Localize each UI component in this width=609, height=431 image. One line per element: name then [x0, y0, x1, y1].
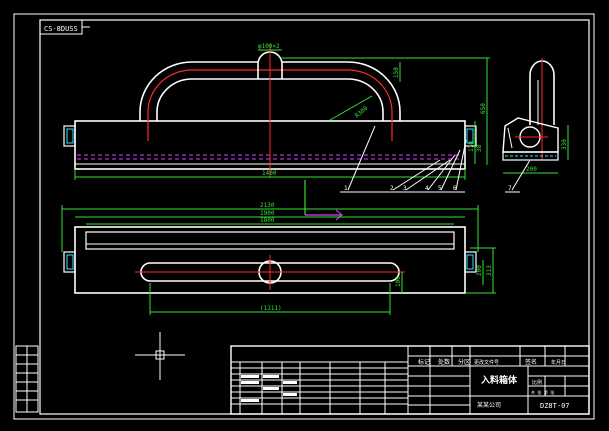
balloon-5: 5 [438, 185, 442, 192]
side-leader-7 [511, 159, 531, 191]
plan-right-flange-inner [466, 254, 474, 270]
side-angled-body [502, 117, 559, 153]
crosshair-box [155, 350, 165, 360]
dim-650-text: 650 [480, 103, 487, 114]
dim-1800-text: 1800 [260, 217, 275, 224]
dim-313-text: 313 [486, 265, 493, 276]
code-tag-text: CS-8DUSS [44, 25, 78, 33]
dim-100-text: 100 [395, 276, 402, 287]
dim-38-text: 38 [476, 144, 483, 152]
dim-slot-text: (1211) [260, 305, 282, 312]
balloon-1: 1 [344, 185, 348, 192]
front-handle-outer [139, 61, 401, 121]
title-header-5: 年月日 [551, 359, 566, 366]
title-header-dividers [408, 346, 566, 414]
title-scale-label: 比例 [532, 379, 542, 386]
balloon-3: 3 [403, 185, 407, 192]
title-header-0: 标记 [418, 358, 430, 366]
balloon-2: 2 [390, 185, 394, 192]
side-dim-200-text: 200 [526, 166, 537, 173]
dim-diag-line [329, 95, 373, 121]
plan-right-flange [464, 251, 477, 273]
title-company: 某某公司 [477, 402, 501, 409]
dim-200-plan-text: 200 [476, 265, 483, 276]
outer-frame [13, 13, 595, 420]
leader-6 [455, 139, 467, 191]
title-header-2: 分区 [458, 358, 470, 366]
leader-3 [405, 159, 451, 191]
dim-170-text: 170 [468, 141, 475, 152]
front-right-flange-inner [466, 128, 474, 144]
title-header-4: 签名 [525, 358, 537, 366]
ucs-x-arrow [335, 209, 343, 221]
side-dim-330-text: 330 [561, 139, 568, 150]
title-part-name: 入料箱体 [480, 374, 518, 386]
dim-1900-text: 1900 [260, 210, 275, 217]
plan-left-flange-inner [66, 254, 74, 270]
title-header-3: 更改文件号 [474, 359, 499, 366]
side-angled-edge [507, 127, 513, 149]
dim-diag-text: R300 [354, 105, 370, 120]
leader-2 [392, 159, 441, 191]
plan-left-flange [63, 251, 76, 273]
balloon-6: 6 [453, 185, 457, 192]
side-base-plate [502, 151, 559, 161]
dim-top-hole: φ100×2 [258, 43, 280, 50]
title-block-left-grid [231, 346, 409, 414]
leader-1 [347, 125, 376, 191]
plan-slot [140, 262, 400, 282]
side-balloon-7: 7 [508, 185, 512, 192]
title-drawing-no: DZ8T-07 [540, 402, 570, 410]
front-left-flange-inner [66, 128, 74, 144]
front-left-flange [63, 125, 76, 147]
dim-150-text: 150 [393, 67, 400, 78]
title-sheet-label: 共 张 第 张 [531, 389, 554, 395]
leader-4 [427, 154, 456, 191]
front-right-flange [464, 125, 477, 147]
dim-2130-text: 2130 [260, 202, 275, 209]
title-scale-grid [528, 375, 589, 396]
title-header-1: 处数 [438, 358, 450, 366]
dim-1400-text: 1400 [262, 170, 277, 177]
balloon-4: 4 [425, 185, 429, 192]
leader-5 [440, 149, 461, 191]
plan-inner-plate [85, 231, 455, 250]
